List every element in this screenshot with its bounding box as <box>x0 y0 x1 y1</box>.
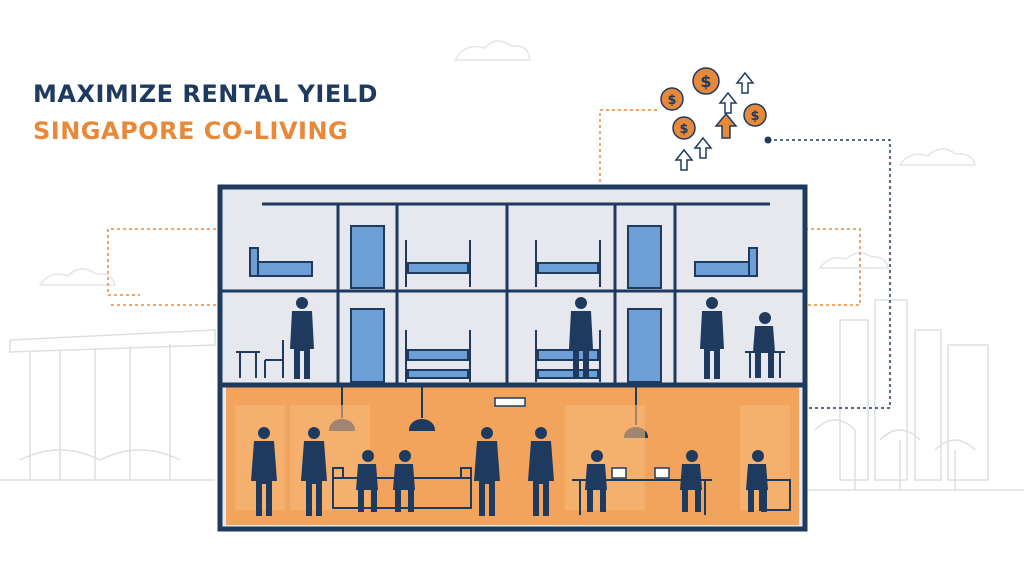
connector-lines <box>107 109 891 409</box>
svg-text:$: $ <box>750 109 759 124</box>
skyline-background <box>0 299 1024 491</box>
building <box>217 184 808 532</box>
dollar-coin-icon: $ <box>743 103 767 127</box>
svg-text:$: $ <box>700 72 711 91</box>
bed-icon <box>249 247 758 277</box>
person-icon <box>251 427 768 516</box>
headline-line2: SINGAPORE CO-LIVING <box>33 117 349 145</box>
up-arrow-icon <box>714 112 738 139</box>
bunk-bed-icon <box>407 262 599 379</box>
desk-icon <box>236 340 785 378</box>
svg-text:$: $ <box>667 93 676 108</box>
cloud-decorations <box>38 40 976 286</box>
person-icon <box>290 297 775 379</box>
yield-icons: $ $ $ $ <box>660 67 767 171</box>
up-arrow-icon <box>674 71 755 171</box>
svg-text:$: $ <box>679 122 688 137</box>
dollar-coin-icon: $ <box>672 116 696 140</box>
door-icon <box>350 225 662 383</box>
headline-line1: MAXIMIZE RENTAL YIELD <box>33 80 378 108</box>
dollar-coin-icon: $ <box>660 87 684 111</box>
dollar-coin-icon: $ <box>692 67 720 95</box>
sofa-icon <box>332 467 791 511</box>
